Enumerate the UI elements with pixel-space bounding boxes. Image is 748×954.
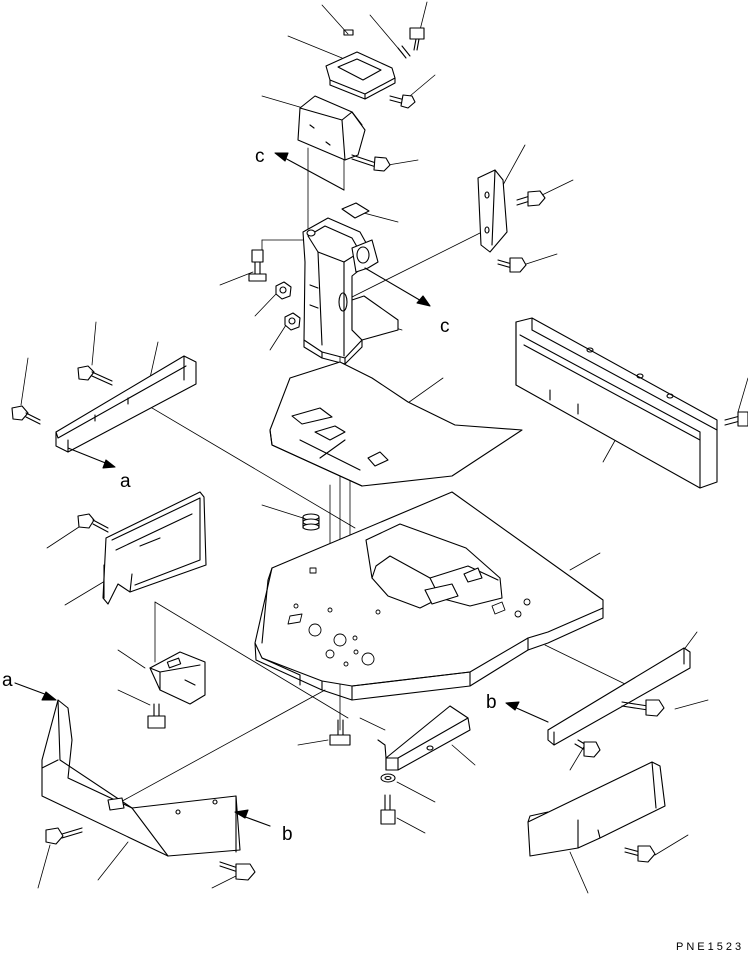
spring-grommet (302, 513, 320, 531)
bolt-vertical-lower (380, 794, 396, 825)
bolt-rail-1 (77, 365, 113, 386)
bolt-pedestal (248, 249, 267, 282)
bolt-top-1 (409, 27, 425, 51)
bolt-right-bracket-1 (516, 190, 546, 207)
arrow-a-lower: a (2, 670, 57, 701)
left-rail (55, 355, 197, 453)
arrow-b-right: b (486, 692, 549, 723)
small-pin (397, 45, 411, 59)
leader-lines (20, 1, 748, 894)
bolt-cover (351, 154, 391, 172)
label-a-lower: a (2, 670, 13, 691)
right-small-bracket (477, 169, 508, 253)
console-cover (297, 95, 366, 161)
arrow-b-lower: b (234, 809, 293, 845)
left-side-panel (102, 491, 207, 605)
nut-1 (275, 281, 292, 300)
label-c-upper: c (255, 146, 265, 167)
label-c-lower: c (440, 316, 450, 337)
drawing-code: PNE1523 (676, 941, 744, 953)
bolt-top-2 (389, 94, 416, 109)
right-long-panel (515, 317, 718, 489)
label-a-upper: a (120, 471, 131, 492)
bolt-right-lower-2 (574, 739, 601, 758)
bolt-left-panel (77, 513, 109, 533)
bolt-rail-2 (11, 405, 41, 425)
arrow-a-upper: a (67, 447, 131, 492)
bolt-right-bracket-2 (497, 257, 527, 273)
top-cap-plate (325, 29, 396, 100)
bolt-right-cover (624, 845, 656, 863)
nut-2 (284, 312, 301, 331)
washer (380, 773, 396, 783)
center-bottom-plate (377, 705, 471, 771)
bolt-left-cover-2 (219, 861, 256, 881)
bolt-floor-center (329, 719, 351, 746)
steering-pedestal (302, 202, 399, 365)
floor-frame (254, 491, 604, 701)
bolt-right-lower-1 (621, 699, 665, 717)
bolt-left-cover-1 (45, 827, 83, 845)
bolt-clamp (147, 703, 166, 729)
label-b-right: b (486, 692, 497, 713)
left-bottom-cover (41, 699, 241, 857)
clamp-bracket (149, 651, 206, 705)
arrow-c-lower: c (364, 267, 450, 337)
floor-mat (269, 361, 523, 487)
right-lower-bar (547, 647, 691, 746)
label-b-lower: b (282, 824, 293, 845)
right-bottom-cover (527, 761, 666, 857)
bolt-right-panel (724, 411, 748, 427)
arrow-c-upper: c (255, 146, 345, 191)
